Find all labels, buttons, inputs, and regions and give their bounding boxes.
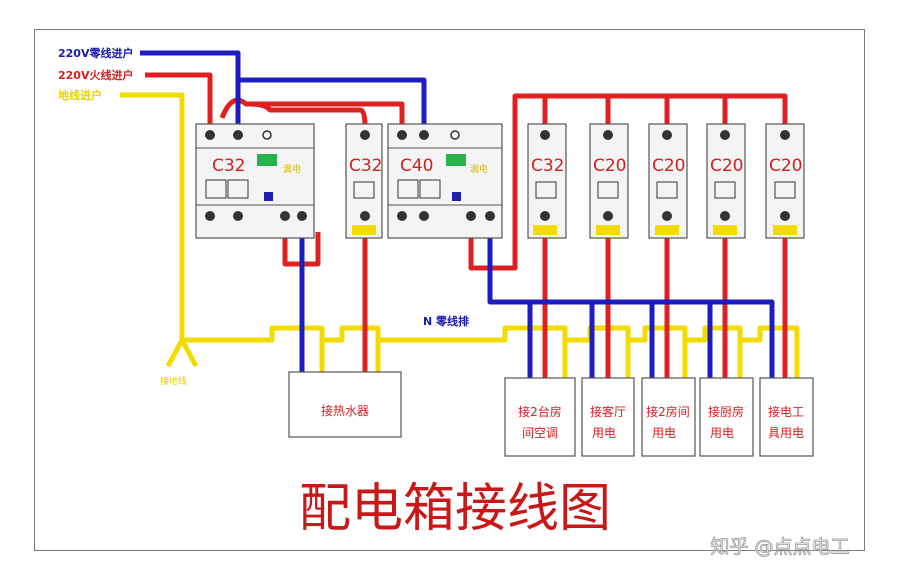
rcd-badge-b1: 漏电 bbox=[283, 163, 301, 175]
load-1: 接2台房 间空调 bbox=[504, 377, 576, 457]
input-ground-label: 地线进户 bbox=[58, 88, 102, 102]
rcd-badge-b3: 漏电 bbox=[470, 163, 488, 175]
breaker-b7-rating: C20 bbox=[710, 156, 744, 176]
breaker-b5 bbox=[589, 123, 629, 239]
breaker-b2-rating: C32 bbox=[349, 156, 383, 176]
breaker-b2 bbox=[345, 123, 383, 239]
breaker-b8-rating: C20 bbox=[769, 156, 803, 176]
load-1-line1: 接2台房 bbox=[518, 404, 562, 419]
breaker-b4 bbox=[527, 123, 567, 239]
breaker-b1 bbox=[195, 123, 315, 239]
load-5: 接电工 具用电 bbox=[759, 377, 814, 457]
neutral-wires bbox=[140, 50, 775, 388]
breaker-b6-rating: C20 bbox=[652, 156, 686, 176]
watermark: 知乎 @点点电工 bbox=[710, 536, 849, 558]
breaker-b1-rating: C32 bbox=[212, 156, 246, 176]
ground-label: 接地线 bbox=[160, 375, 187, 387]
input-neutral-label: 220V零线进户 bbox=[58, 46, 133, 60]
load-4-line1: 接厨房 bbox=[708, 404, 744, 419]
breaker-b3-rating: C40 bbox=[400, 156, 434, 176]
load-2: 接客厅 用电 bbox=[581, 377, 635, 457]
input-live-label: 220V火线进户 bbox=[58, 68, 133, 82]
load-heater: 接热水器 bbox=[288, 371, 402, 438]
neutral-bar-label: N 零线排 bbox=[423, 314, 469, 328]
breaker-b5-rating: C20 bbox=[593, 156, 627, 176]
load-4: 接厨房 用电 bbox=[699, 377, 754, 457]
load-heater-label: 接热水器 bbox=[321, 403, 369, 418]
breaker-b4-rating: C32 bbox=[531, 156, 565, 176]
load-3-line1: 接2房间 bbox=[646, 404, 690, 419]
breaker-b8 bbox=[765, 123, 805, 239]
load-2-line1: 接客厅 bbox=[590, 404, 626, 419]
diagram-title: 配电箱接线图 bbox=[299, 479, 611, 539]
breaker-b7 bbox=[706, 123, 746, 239]
load-3-line2: 用电 bbox=[652, 426, 676, 440]
load-3: 接2房间 用电 bbox=[641, 377, 696, 457]
load-1-line2: 间空调 bbox=[522, 426, 558, 440]
load-5-line1: 接电工 bbox=[768, 404, 804, 419]
breaker-b3 bbox=[387, 123, 503, 239]
breaker-b6 bbox=[648, 123, 688, 239]
load-5-line2: 具用电 bbox=[768, 426, 804, 440]
load-2-line2: 用电 bbox=[592, 426, 616, 440]
load-4-line2: 用电 bbox=[710, 426, 734, 440]
